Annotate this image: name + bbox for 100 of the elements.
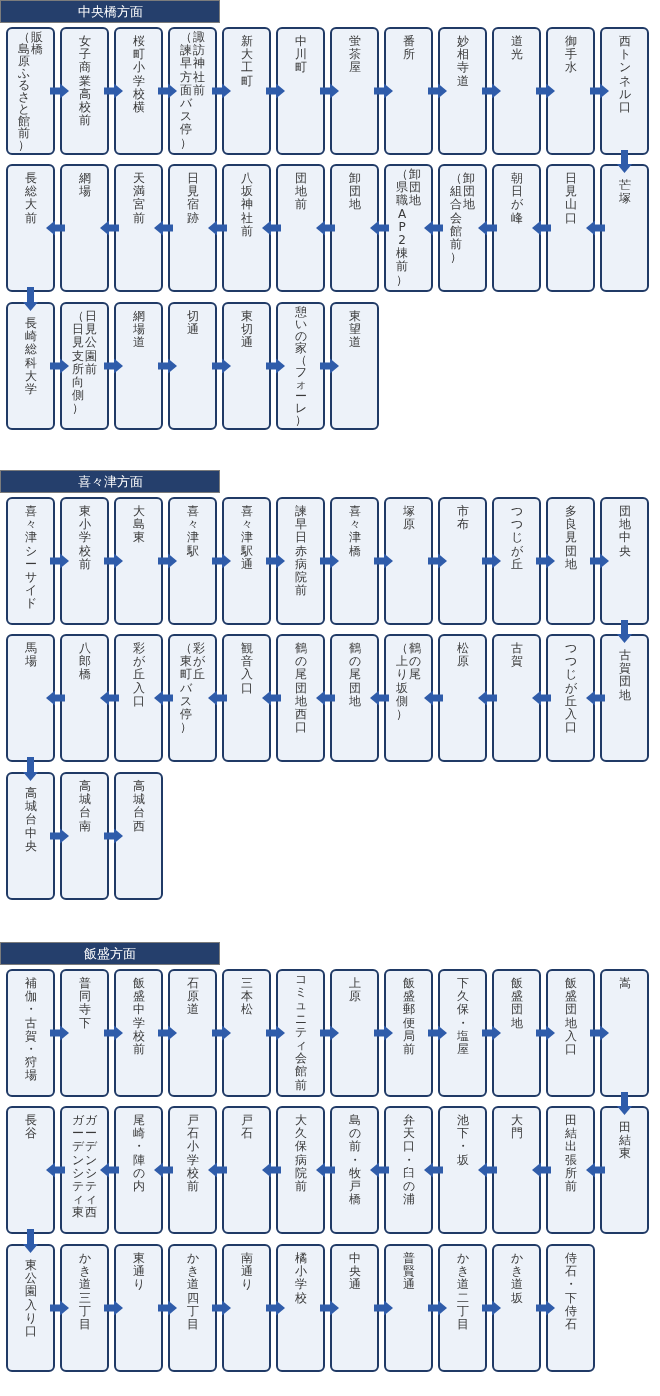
arrow (374, 1025, 393, 1041)
arrow (154, 220, 173, 236)
arrow (532, 1162, 551, 1178)
stop-name: 島の前・牧戸橋 (348, 1114, 361, 1207)
stop-name: （島原ふるさと館前） (18, 31, 30, 151)
stop-box (600, 27, 649, 155)
arrow (374, 83, 393, 99)
stop-name: 松原 (456, 642, 469, 669)
stop-name: 喜々津橋 (348, 505, 361, 558)
arrow (266, 83, 285, 99)
arrow (23, 287, 38, 311)
stop-box (168, 497, 217, 625)
arrow (586, 1162, 605, 1178)
stop-name: 鶴の尾団地西口 (294, 642, 307, 735)
stop-name: 喜々津シーサイド (24, 505, 37, 611)
arrow (262, 1162, 281, 1178)
arrow (478, 1162, 497, 1178)
stop-box (6, 164, 55, 292)
stop-box (60, 772, 109, 900)
stop-name: 飯盛中学校前 (132, 977, 145, 1057)
stop-name: 番所 (402, 35, 415, 62)
stop-name: 東公園入り口 (24, 1259, 37, 1339)
arrow (617, 150, 632, 173)
stop-box (222, 302, 271, 430)
section-banner (0, 0, 220, 23)
arrow (104, 553, 123, 569)
stop-box (222, 1106, 271, 1234)
stop-box (600, 1106, 649, 1234)
stop-box (330, 1106, 379, 1234)
arrow (100, 690, 119, 706)
stop-box (384, 1106, 433, 1234)
stop-box (438, 497, 487, 625)
arrow (320, 553, 339, 569)
arrow (46, 220, 65, 236)
stop-name: 切通 (186, 310, 199, 337)
stop-box (438, 164, 487, 292)
stop-box (384, 164, 433, 292)
stop-box (600, 969, 649, 1097)
stop-box (384, 1244, 433, 1372)
stop-name: 大久保病院前 (294, 1114, 307, 1194)
arrow (536, 83, 555, 99)
arrow (50, 553, 69, 569)
stop-box (222, 27, 271, 155)
stop-box (6, 772, 55, 900)
arrow (154, 1162, 173, 1178)
arrow (104, 358, 123, 374)
arrow (104, 83, 123, 99)
stop-name: 東小学校前 (78, 505, 91, 571)
stop-name: 日見宿跡 (186, 172, 199, 225)
stop-box (492, 1106, 541, 1234)
stop-name: 普賢通 (402, 1252, 415, 1292)
stop-box (222, 497, 271, 625)
stop-name: 弁天口・臼の浦 (402, 1114, 415, 1207)
stop-box (330, 1244, 379, 1372)
stop-name: 天満宮前 (132, 172, 145, 225)
stop-name: 道光 (510, 35, 523, 62)
stop-name: 新大工町 (240, 35, 253, 88)
stop-box (6, 969, 55, 1097)
stop-name: ガーデンシティ西 (85, 1114, 97, 1220)
stop-name: 八坂神社前 (240, 172, 253, 238)
arrow (158, 1025, 177, 1041)
stop-box (492, 164, 541, 292)
arrow (536, 553, 555, 569)
arrow (266, 553, 285, 569)
stop-box (384, 634, 433, 762)
stop-name: つつじが丘 (510, 505, 523, 571)
stop-box (330, 302, 379, 430)
stop-name: 彩が丘 (193, 642, 205, 682)
stop-box (546, 969, 595, 1097)
stop-box (6, 497, 55, 625)
stop-name: 田結東 (618, 1121, 631, 1161)
arrow (536, 1300, 555, 1316)
stop-name: 大島東 (132, 505, 145, 545)
stop-name: （日見支所向側） (72, 310, 84, 416)
arrow (482, 553, 501, 569)
stop-name: 諏訪神社前 (193, 31, 205, 97)
section-banner (0, 942, 220, 965)
stop-name: （県職 AP2 棟前） (396, 168, 408, 287)
stop-name: 中央通 (348, 1252, 361, 1292)
stop-name: 妙相寺道 (456, 35, 469, 88)
stop-box (6, 634, 55, 762)
arrow (536, 1025, 555, 1041)
arrow (478, 690, 497, 706)
stop-name: 飯盛郵便局前 (402, 977, 415, 1057)
stop-name: 田結出張所前 (564, 1114, 577, 1194)
arrow (46, 690, 65, 706)
stop-box (276, 634, 325, 762)
stop-name: 石原道 (186, 977, 199, 1017)
stop-name: 池下・坂 (456, 1114, 469, 1167)
arrow (428, 1300, 447, 1316)
stop-box (276, 27, 325, 155)
stop-box (438, 27, 487, 155)
arrow (23, 1229, 38, 1253)
stop-box (384, 27, 433, 155)
stop-name: 長崎総科大学 (24, 317, 37, 397)
arrow (212, 553, 231, 569)
stop-name: 団地中央 (618, 505, 631, 558)
stop-name: 高城台西 (132, 780, 145, 833)
stop-box (492, 1244, 541, 1372)
stop-name: 大門 (510, 1114, 523, 1141)
